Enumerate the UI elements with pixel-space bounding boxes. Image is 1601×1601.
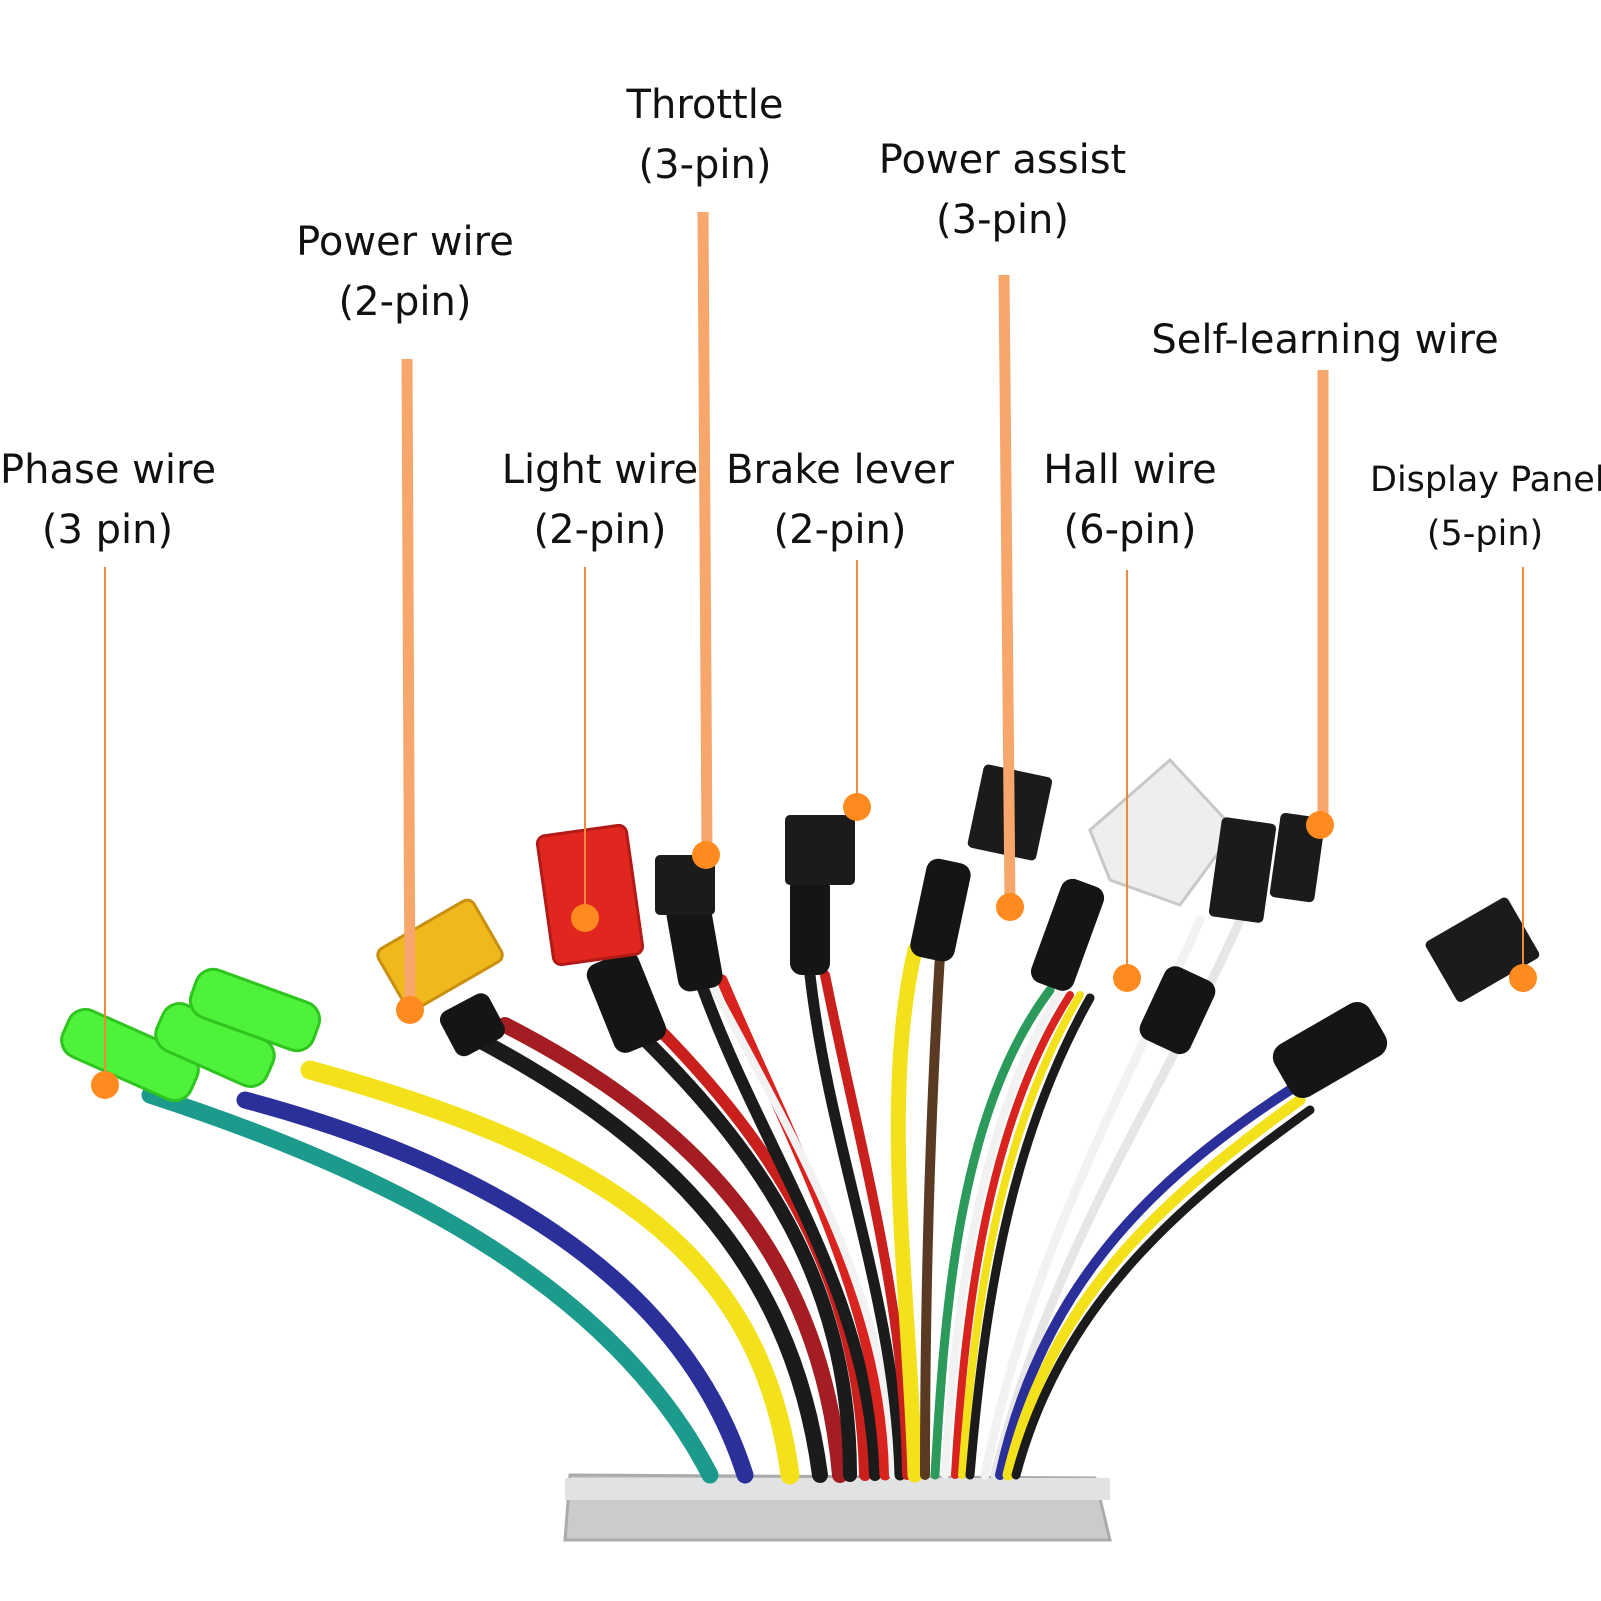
- assist-wire-yellow: [890, 942, 923, 1483]
- hall-wire-green: [930, 985, 1055, 1480]
- wire-bundle: [141, 915, 1315, 1485]
- label-power-wire: Power wire (2-pin): [280, 212, 530, 332]
- phase-wire-teal: [141, 1086, 719, 1484]
- light-connector: [535, 823, 645, 967]
- label-selflearn-name: Self-learning wire: [1151, 317, 1499, 363]
- marker-selflearn: [1306, 811, 1334, 839]
- marker-phase: [91, 1071, 119, 1099]
- assist-wire-brown: [920, 950, 945, 1480]
- label-hall-pins: (6-pin): [1063, 507, 1197, 553]
- throttle-wire-red: [716, 974, 891, 1481]
- marker-throttle: [692, 841, 720, 869]
- connectors: [60, 757, 1540, 1103]
- throttle-wire-black: [694, 974, 881, 1481]
- marker-brake: [843, 793, 871, 821]
- hall-wire-black: [965, 993, 1095, 1480]
- label-display-pins: (5-pin): [1426, 514, 1544, 554]
- marker-display: [1509, 964, 1537, 992]
- brake-connector: [785, 815, 855, 885]
- throttle-wire-white: [708, 981, 897, 1479]
- hall-wire-red: [951, 991, 1074, 1479]
- heat-shrink-sleeves: [439, 858, 1388, 1098]
- brake-wire-black: [804, 969, 906, 1481]
- label-power-name: Power wire: [296, 219, 514, 265]
- power-wire-black: [462, 1027, 828, 1483]
- label-light-pins: (2-pin): [533, 507, 667, 553]
- brake-wire-red: [820, 970, 912, 1480]
- leader-lines: [104, 211, 1524, 1085]
- display-wire-yellow: [1002, 1094, 1306, 1481]
- phase-connector-1: [60, 1007, 200, 1103]
- marker-power: [396, 996, 424, 1024]
- label-throttle-name: Throttle: [626, 82, 784, 128]
- power-wire-red: [497, 1017, 848, 1483]
- label-display-name: Display Panel: [1370, 460, 1601, 500]
- label-throttle: Throttle (3-pin): [605, 75, 805, 195]
- throttle-connector: [655, 855, 715, 915]
- label-light-name: Light wire: [501, 447, 699, 493]
- label-self-learning-wire: Self-learning wire: [1140, 310, 1510, 370]
- marker-light: [571, 904, 599, 932]
- hall-wire-yellow: [958, 991, 1084, 1479]
- label-brake-pins: (2-pin): [773, 507, 907, 553]
- marker-hall: [1113, 964, 1141, 992]
- leader-power: [401, 358, 416, 1011]
- label-power-assist: Power assist (3-pin): [870, 130, 1135, 250]
- light-wire-black: [623, 1018, 857, 1482]
- label-phase-name: Phase wire: [0, 447, 217, 493]
- display-wire-blue: [995, 1085, 1295, 1480]
- phase-wire-yellow: [300, 1060, 800, 1485]
- display-wire-black: [1011, 1105, 1315, 1480]
- phase-wire-blue: [236, 1091, 754, 1484]
- leader-throttle: [697, 211, 713, 851]
- label-phase-wire: Phase wire (3 pin): [0, 440, 217, 560]
- label-hall-wire: Hall wire (6-pin): [1030, 440, 1230, 560]
- phase-connector-3: [188, 967, 322, 1053]
- label-brake-name: Brake lever: [726, 447, 954, 493]
- controller-housing: [563, 1473, 1112, 1542]
- label-power-pins: (2-pin): [338, 279, 472, 325]
- label-phase-pins: (3 pin): [41, 507, 174, 553]
- label-brake-lever: Brake lever (2-pin): [720, 440, 960, 560]
- label-throttle-pins: (3-pin): [638, 142, 772, 188]
- label-light-wire: Light wire (2-pin): [500, 440, 700, 560]
- leader-assist: [998, 274, 1016, 906]
- label-hall-name: Hall wire: [1043, 447, 1217, 493]
- marker-assist: [996, 893, 1024, 921]
- label-display-panel: Display Panel (5-pin): [1370, 453, 1601, 561]
- markers: [91, 793, 1537, 1099]
- label-assist-pins: (3-pin): [936, 197, 1069, 243]
- label-assist-name: Power assist: [878, 137, 1127, 183]
- display-connector: [1425, 897, 1540, 1002]
- hall-wire-white: [941, 988, 1064, 1479]
